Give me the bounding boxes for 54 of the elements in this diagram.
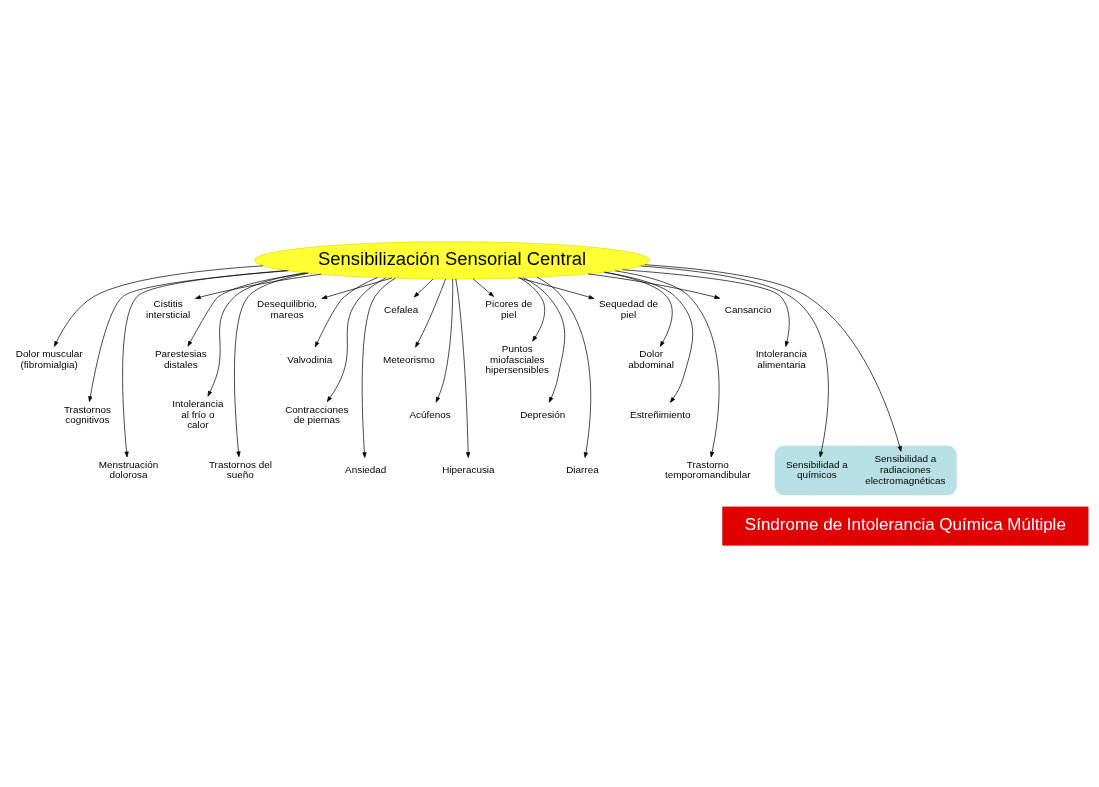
node-text: Cansancio xyxy=(724,303,772,315)
arrow xyxy=(54,265,264,347)
arrow xyxy=(413,278,434,298)
arrow xyxy=(536,276,592,458)
arrow xyxy=(234,272,309,458)
node-text: Depresión xyxy=(520,408,566,420)
arrow xyxy=(195,273,322,300)
arrow xyxy=(207,272,306,397)
arrow xyxy=(326,277,387,402)
node-text: Trastorno temporomandibular xyxy=(665,458,751,481)
node-text: Sensibilidad a químicos xyxy=(785,458,848,481)
arrow xyxy=(640,265,829,458)
node-text: Sequedad de piel xyxy=(598,298,658,320)
node-text: Acúfenos xyxy=(409,408,451,420)
node-text: Sensibilidad a radiaciones electromagnéticas xyxy=(865,453,946,486)
node-text: Intolerancia alimentaria xyxy=(755,348,808,370)
arrow xyxy=(604,271,694,403)
arrow xyxy=(519,277,546,342)
node-text: Cistitis intersticial xyxy=(146,298,191,320)
node-box: Síndrome de Intolerancia Química Múltiple xyxy=(722,506,1089,546)
arrow xyxy=(622,269,790,347)
node-text: Picores de piel xyxy=(485,298,533,320)
node-ellipse: Sensibilización Sensorial Central xyxy=(254,241,651,280)
arrow xyxy=(587,273,721,299)
node-text: Parestesias distales xyxy=(155,348,207,370)
arrow xyxy=(614,270,720,458)
node-text: Valvodinia xyxy=(287,353,333,365)
node-text: Contracciones de piernas xyxy=(285,403,349,426)
arrow xyxy=(361,277,396,458)
arrow xyxy=(122,270,287,458)
arrow xyxy=(314,277,378,348)
arrow xyxy=(517,277,595,300)
arrow xyxy=(644,264,902,452)
node-text: Meteorismo xyxy=(383,353,435,365)
node-text: Intolerancia al frío o calor xyxy=(172,398,224,431)
node-text: Cefalea xyxy=(384,303,419,315)
arrow xyxy=(472,278,495,297)
node-text: Hiperacusia xyxy=(442,464,495,476)
node-text: Diarrea xyxy=(566,464,599,476)
node-text: Dolor muscular (fibromialgia) xyxy=(15,348,83,370)
node-text: Menstruación dolorosa xyxy=(98,458,159,481)
arrow xyxy=(321,277,393,300)
arrow xyxy=(455,278,471,458)
arrow xyxy=(88,270,289,402)
node-text: Dolor abdominal xyxy=(628,348,674,370)
node-text: Trastornos cognitivos xyxy=(63,403,111,426)
node-text: Estreñimiento xyxy=(630,408,691,420)
arrow xyxy=(415,278,446,348)
arrow xyxy=(523,277,566,403)
node-text: Puntos miofasciales hipersensibles xyxy=(485,342,549,376)
arrow xyxy=(435,278,454,403)
node-text: Ansiedad xyxy=(345,464,387,476)
node-text: Desequilibrio, mareos xyxy=(257,298,318,320)
node-text: Trastornos del sueño xyxy=(208,458,272,481)
